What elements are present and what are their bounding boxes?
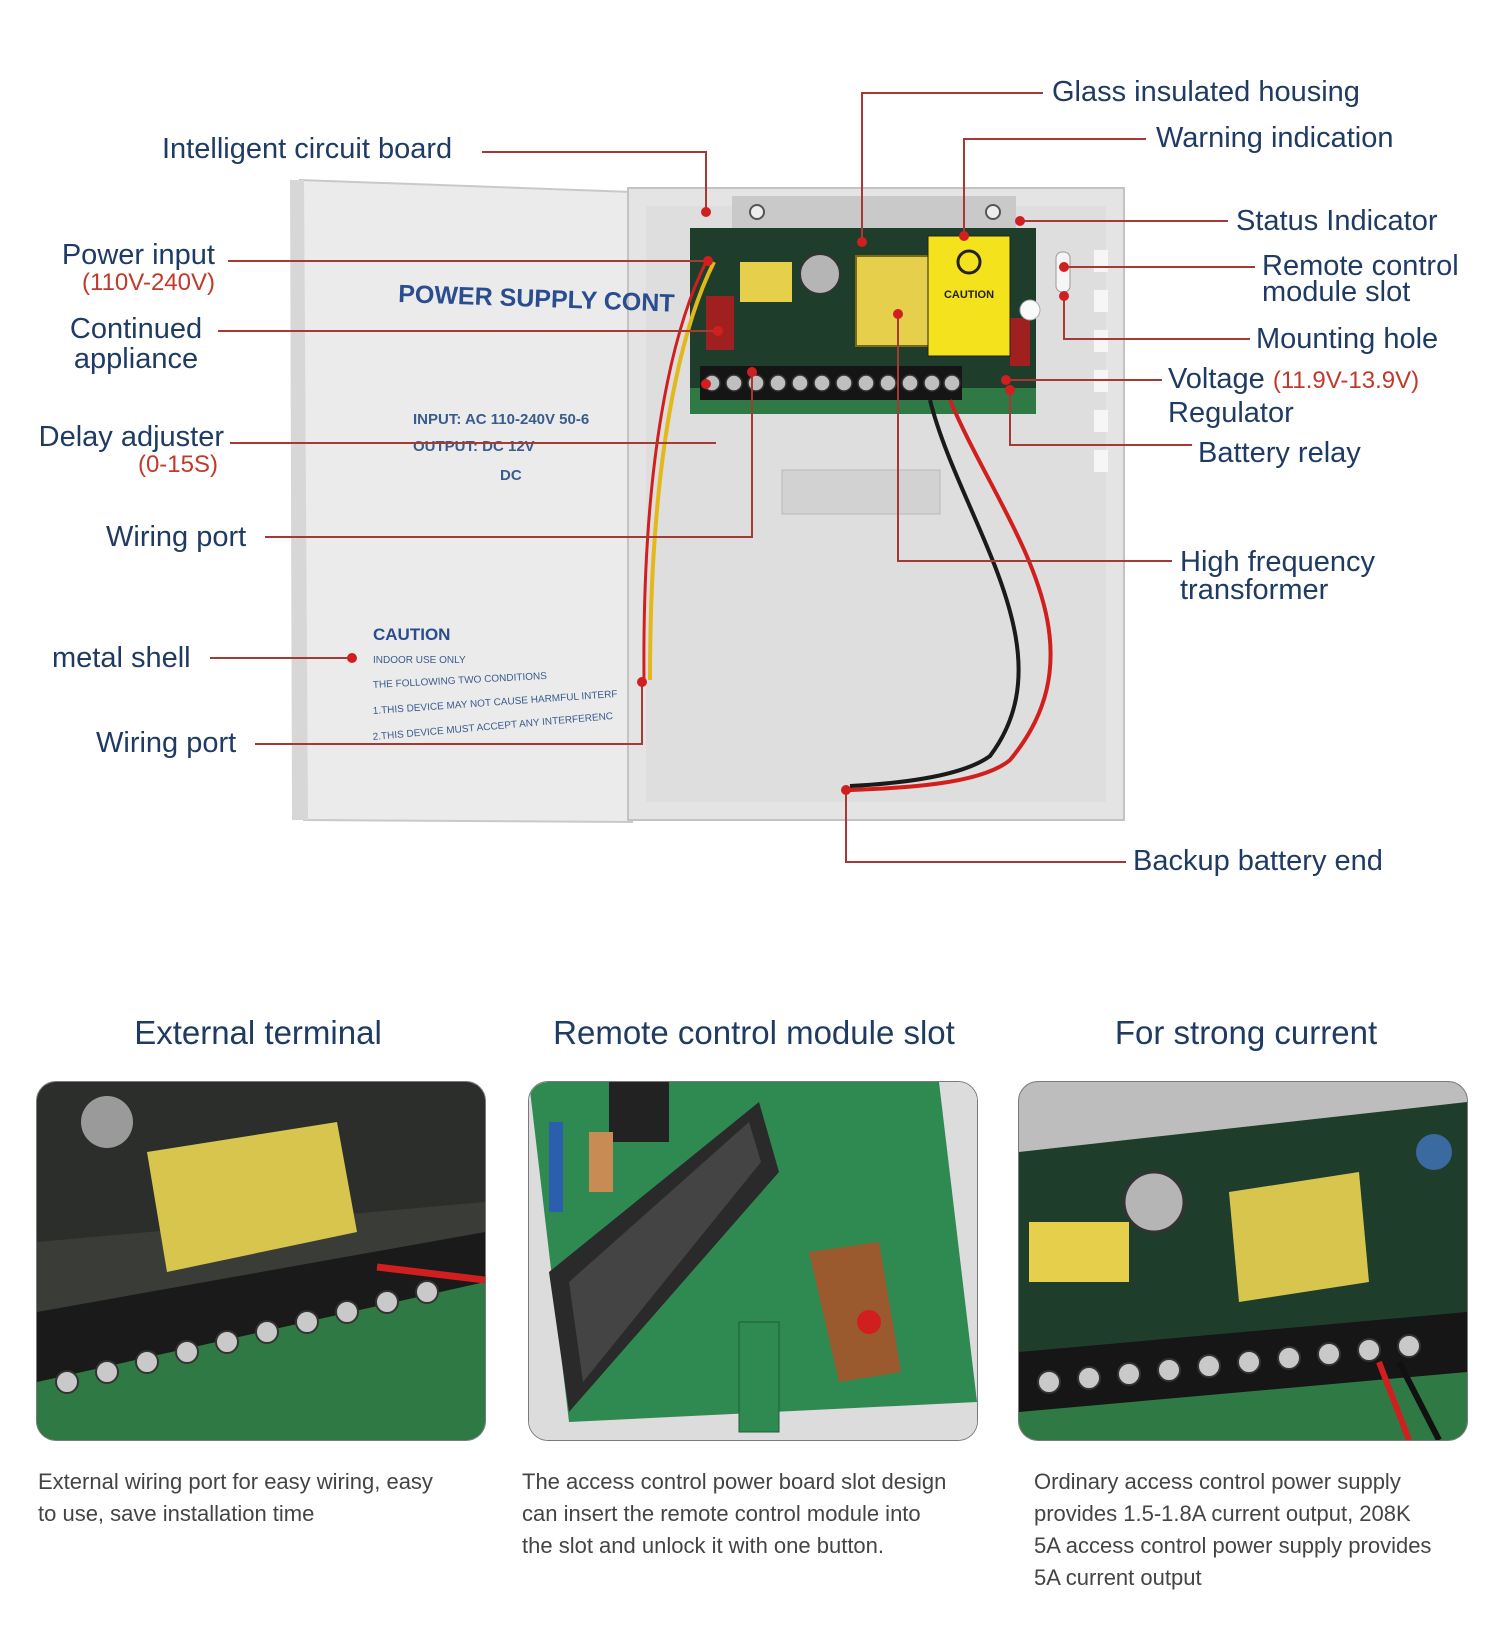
caution-label-text: CAUTION xyxy=(944,289,994,301)
photo-strong-current xyxy=(1018,1081,1468,1441)
terminal-block xyxy=(700,366,962,400)
label-metal-shell: metal shell xyxy=(52,642,191,674)
device-caution: CAUTION xyxy=(373,625,450,644)
photo-external-terminal-art xyxy=(37,1082,485,1440)
feature-desc-3-line-3: 5A access control power supply provides xyxy=(1034,1533,1432,1558)
label-voltage-group: Voltage (11.9V-13.9V) Regulator xyxy=(1168,364,1419,428)
label-warning-indication: Warning indication xyxy=(1156,122,1394,154)
device-output: OUTPUT: DC 12V xyxy=(413,438,535,455)
relay-left xyxy=(706,296,734,350)
rail-screw-left xyxy=(749,204,765,220)
label-power-input-range: (110V-240V) xyxy=(82,269,215,296)
lid-edge xyxy=(290,180,308,820)
wire-red-battery xyxy=(849,399,1053,792)
feature-title-remote-slot: Remote control module slot xyxy=(553,1014,955,1051)
label-continued-appliance-group: Continued appliance xyxy=(60,314,212,374)
photo-remote-slot xyxy=(528,1081,978,1441)
feature-desc-3-line-1: Ordinary access control power supply xyxy=(1034,1469,1401,1494)
label-wiring-port-2: Wiring port xyxy=(96,727,237,759)
device-diagram: CAUTION POWER SUPPLY CONT INPUT: AC 110-… xyxy=(210,92,1255,863)
photo-external-terminal xyxy=(36,1081,486,1441)
label-slot xyxy=(781,469,941,515)
wire-black-battery xyxy=(849,399,1021,788)
mounting-rail xyxy=(732,196,1016,230)
capacitor-pad xyxy=(740,262,792,302)
label-power-input: Power input xyxy=(61,239,215,271)
feature-title-external-terminal: External terminal xyxy=(134,1014,382,1051)
feature-desc-external-terminal: External wiring port for easy wiring, ea… xyxy=(38,1466,498,1530)
label-remote-slot-group: Remote control module slot xyxy=(1262,250,1459,308)
mounting-hole-graphic xyxy=(1019,299,1041,321)
label-high-frequency: High frequency xyxy=(1180,546,1376,578)
leader-lines xyxy=(210,92,1255,863)
label-intelligent-circuit-board: Intelligent circuit board xyxy=(162,133,453,165)
device-caution-line1: INDOOR USE ONLY xyxy=(373,655,466,666)
caution-label xyxy=(927,235,1011,357)
label-battery-relay: Battery relay xyxy=(1198,437,1361,469)
wire-red-input xyxy=(642,261,708,681)
caution-symbol xyxy=(956,249,982,275)
photo-strong-current-art xyxy=(1019,1082,1467,1440)
label-status-indicator: Status Indicator xyxy=(1236,205,1438,237)
label-delay-adjuster-range: (0-15S) xyxy=(137,451,218,478)
capacitor xyxy=(799,253,841,295)
feature-desc-2-line-1: The access control power board slot desi… xyxy=(522,1469,947,1494)
device-dc: DC xyxy=(500,467,522,484)
wire-yellow-input xyxy=(648,261,716,681)
photo-remote-slot-art xyxy=(529,1082,977,1440)
label-hf-transformer-group: High frequency transformer xyxy=(1180,546,1376,606)
label-voltage: Voltage xyxy=(1168,363,1265,395)
label-glass-insulated-housing: Glass insulated housing xyxy=(1052,76,1360,108)
leader-dots xyxy=(347,207,1069,795)
feature-title-strong-current: For strong current xyxy=(1114,1014,1378,1051)
label-power-input-group: Power input (110V-240V) xyxy=(50,240,215,296)
label-delay-adjuster: Delay adjuster xyxy=(38,421,224,453)
feature-desc-1-line-2: to use, save installation time xyxy=(38,1501,315,1526)
feature-desc-2-line-2: can insert the remote control module int… xyxy=(522,1501,921,1526)
label-backup-battery-end: Backup battery end xyxy=(1133,845,1383,877)
transformer xyxy=(855,255,937,347)
relay-right xyxy=(1010,318,1030,366)
label-regulator: Regulator xyxy=(1168,397,1294,429)
feature-desc-3-line-2: provides 1.5-1.8A current output, 208K xyxy=(1034,1501,1411,1526)
label-delay-adjuster-group: Delay adjuster (0-15S) xyxy=(24,422,224,478)
label-voltage-range: (11.9V-13.9V) xyxy=(1272,367,1420,394)
rail-screw-right xyxy=(985,204,1001,220)
feature-desc-1-line-1: External wiring port for easy wiring, ea… xyxy=(38,1469,433,1494)
label-remote-control: Remote control xyxy=(1262,250,1459,282)
label-module-slot: module slot xyxy=(1262,276,1411,308)
feature-desc-strong-current: Ordinary access control power supply pro… xyxy=(1034,1466,1494,1594)
remote-fob-graphic xyxy=(738,1242,901,1433)
label-continued: Continued xyxy=(69,313,203,345)
label-appliance: appliance xyxy=(73,343,199,375)
label-transformer: transformer xyxy=(1180,574,1329,606)
feature-desc-3-line-4: 5A current output xyxy=(1034,1565,1202,1590)
feature-desc-remote-slot: The access control power board slot desi… xyxy=(522,1466,982,1562)
remote-slot-pins xyxy=(1055,251,1071,293)
label-wiring-port-1: Wiring port xyxy=(106,521,247,553)
feature-desc-2-line-3: the slot and unlock it with one button. xyxy=(522,1533,885,1558)
device-input: INPUT: AC 110-240V 50-6 xyxy=(413,411,589,428)
label-mounting-hole: Mounting hole xyxy=(1256,323,1439,355)
